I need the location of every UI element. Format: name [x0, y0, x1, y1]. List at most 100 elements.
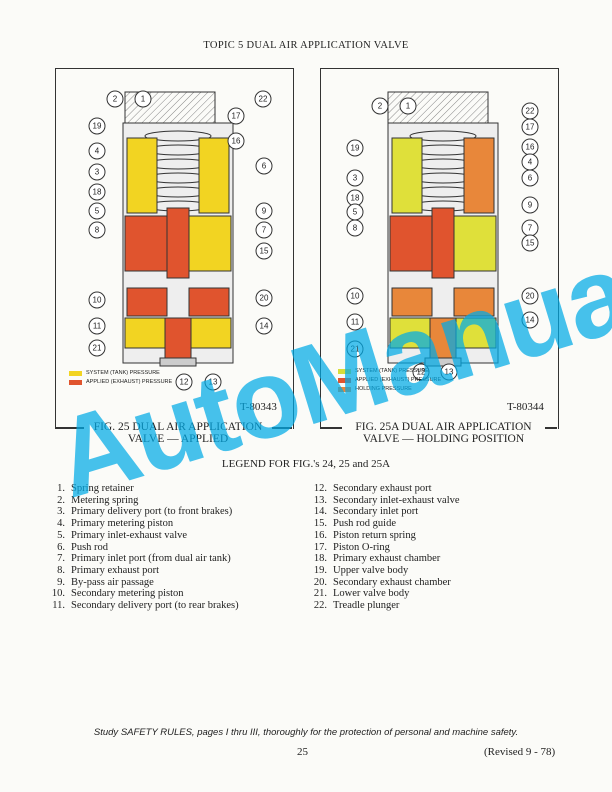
legend-item: 8. Primary exhaust port — [45, 565, 239, 577]
legend-item: 22. Treadle plunger — [307, 600, 460, 612]
legend-item: 3. Primary delivery port (to front brakes… — [45, 506, 239, 518]
callout-6: 6 — [255, 157, 273, 175]
legend-number: 21. — [313, 588, 327, 600]
legend-item: 18.Primary exhaust chamber — [307, 553, 460, 565]
legend-item: 14.Secondary inlet port — [307, 506, 460, 518]
callout-17: 17 — [521, 118, 539, 136]
legend-text: Primary delivery port (to front brakes) — [71, 506, 233, 518]
legend-text: Spring retainer — [71, 483, 134, 494]
callout-4: 4 — [521, 153, 539, 171]
callout-21: 21 — [346, 340, 364, 358]
callout-9: 9 — [521, 196, 539, 214]
legend-text: Piston O-ring — [333, 541, 390, 553]
callout-2: 2 — [106, 90, 124, 108]
valve-cross-section — [122, 91, 234, 367]
callout-8: 8 — [88, 221, 106, 239]
legend-text: Treadle plunger — [333, 600, 400, 612]
legend-number: 8. — [57, 564, 65, 576]
legend-item: 2.Metering spring — [45, 495, 239, 507]
callout-3: 3 — [346, 169, 364, 187]
legend-item: 13.Secondary inlet-exhaust valve — [307, 495, 460, 507]
legend-text: Secondary metering piston — [71, 588, 184, 600]
legend-number: 13. — [313, 494, 327, 506]
callout-11: 11 — [88, 317, 106, 335]
caption-line: FIG. 25 DUAL AIR APPLICATION — [93, 421, 263, 433]
legend-number: 15. — [313, 518, 327, 530]
legend-item: 1. Spring retainer — [45, 483, 239, 495]
callout-19: 19 — [346, 139, 364, 157]
legend-number: 17. — [313, 541, 327, 553]
legend-number: 9. — [57, 576, 65, 588]
legend-item: 20. Secondary exhaust chamber — [307, 577, 460, 589]
callout-14: 14 — [521, 311, 539, 329]
legend-item: 21. Lower valve body — [307, 588, 460, 600]
callout-6: 6 — [521, 169, 539, 187]
color-swatch — [69, 379, 82, 385]
legend-item: 19.Upper valve body — [307, 565, 460, 577]
callout-11: 11 — [346, 313, 364, 331]
legend-text: Lower valve body — [333, 588, 410, 600]
legend-number: 22. — [313, 600, 327, 612]
legend-text: By-pass air passage — [71, 576, 154, 588]
color-key-label: APPLIED (EXHAUST) PRESSURE — [86, 379, 173, 385]
legend-text: Primary exhaust chamber — [333, 553, 441, 565]
figure-code: T-80344 — [507, 401, 544, 413]
legend-item: 16.Piston return spring — [307, 530, 460, 542]
color-swatch — [338, 377, 351, 383]
callout-10: 10 — [346, 287, 364, 305]
legend-text: Secondary exhaust port — [333, 483, 432, 494]
legend-item: 9. By-pass air passage — [45, 577, 239, 589]
legend-number: 3. — [57, 506, 65, 518]
legend-text: Push rod — [71, 541, 109, 553]
callout-4: 4 — [88, 142, 106, 160]
legend-number: 5. — [57, 529, 65, 541]
legend-text: Secondary exhaust chamber — [333, 576, 451, 588]
legend-title: LEGEND FOR FIG.'s 24, 25 and 25A — [221, 458, 391, 470]
figure-25a-frame — [320, 68, 559, 429]
callout-13: 13 — [204, 373, 222, 391]
callout-13: 13 — [440, 363, 458, 381]
legend-item: 5.Primary inlet-exhaust valve — [45, 530, 239, 542]
callout-18: 18 — [88, 183, 106, 201]
callout-17: 17 — [227, 107, 245, 125]
legend-text: Primary exhaust port — [71, 564, 160, 576]
legend-number: 10. — [51, 588, 65, 600]
color-swatch — [338, 386, 351, 392]
color-key-item: SYSTEM (TANK) PRESSURE — [69, 370, 160, 376]
safety-notice: Study SAFETY RULES, pages I thru III, th… — [93, 727, 519, 738]
callout-14: 14 — [255, 317, 273, 335]
caption-line: VALVE — HOLDING POSITION — [362, 433, 525, 445]
color-key-item: APPLIED (EXHAUST) PRESSURE — [69, 379, 172, 385]
legend-item: 17. Piston O-ring — [307, 542, 460, 554]
legend-item: 15. Push rod guide — [307, 518, 460, 530]
legend-item: 10. Secondary metering piston — [45, 588, 239, 600]
legend-number: 12. — [313, 483, 327, 494]
legend-number: 20. — [313, 576, 327, 588]
legend-number: 6. — [57, 541, 65, 553]
callout-20: 20 — [521, 287, 539, 305]
legend-item: 7.Primary inlet port (from dual air tank… — [45, 553, 239, 565]
page-number: 25 — [297, 746, 308, 758]
legend-number: 11. — [52, 600, 65, 612]
legend-text: Secondary inlet port — [333, 506, 419, 518]
legend-number: 16. — [313, 529, 327, 541]
callout-12: 12 — [412, 363, 430, 381]
callout-8: 8 — [346, 219, 364, 237]
callout-3: 3 — [88, 163, 106, 181]
legend-item: 4.Primary metering piston — [45, 518, 239, 530]
color-key-item: APPLIED (EXHAUST) PRESSURE — [338, 377, 441, 383]
callout-20: 20 — [255, 289, 273, 307]
legend-text: Metering spring — [71, 494, 139, 506]
callout-21: 21 — [88, 339, 106, 357]
legend-text: Push rod guide — [333, 518, 396, 530]
legend-number: 1. — [57, 483, 65, 494]
color-key-item: SYSTEM (TANK) PRESSURE — [338, 368, 429, 374]
callout-2: 2 — [371, 97, 389, 115]
legend-item: 6. Push rod — [45, 542, 239, 554]
color-key-item: HOLDING PRESSURE — [338, 386, 412, 392]
callout-15: 15 — [255, 242, 273, 260]
